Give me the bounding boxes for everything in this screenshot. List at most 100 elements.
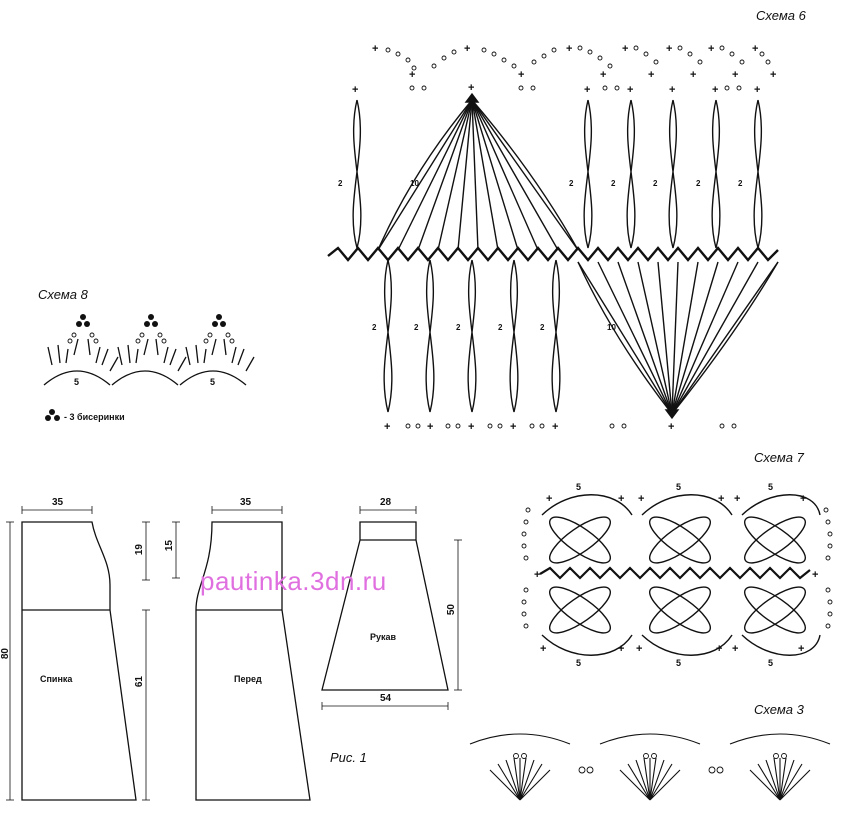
svg-text:+: + [384, 421, 390, 433]
svg-text:+: + [638, 493, 644, 505]
svg-text:+: + [468, 421, 474, 433]
s6-count-4: 2 [611, 179, 616, 188]
sleeve-bottom-width: 54 [380, 693, 392, 704]
svg-text:+: + [464, 43, 470, 55]
s8-count-1: 5 [74, 377, 79, 387]
svg-text:+: + [708, 43, 714, 55]
svg-text:+: + [718, 493, 724, 505]
svg-text:+: + [690, 69, 696, 81]
scheme6-stitch-marks: ++ +++ ++ +++ +++ + +++ +++ + +++ +++ [352, 43, 776, 433]
back-label: Спинка [40, 674, 73, 684]
svg-text:+: + [669, 84, 675, 96]
front-top-width: 35 [240, 497, 252, 508]
svg-text:+: + [622, 43, 628, 55]
back-total-height: 80 [0, 648, 11, 660]
svg-text:+: + [566, 43, 572, 55]
scheme8-legend-bead-icon [45, 409, 60, 421]
svg-text:+: + [716, 643, 722, 655]
s7-count-1: 5 [576, 482, 581, 492]
svg-text:+: + [600, 69, 606, 81]
scheme8-motifs [47, 338, 255, 372]
s7-count-3: 5 [768, 482, 773, 492]
scheme3-motif-2 [599, 733, 701, 801]
back-upper-height: 19 [134, 544, 145, 556]
svg-text:+: + [427, 421, 433, 433]
svg-text:+: + [770, 69, 776, 81]
svg-text:+: + [754, 84, 760, 96]
sleeve-top-width: 28 [380, 497, 392, 508]
scheme7-diagram: 5 5 5 5 5 5 ++++ ++ ++ ++++ ++ [521, 482, 833, 668]
svg-text:+: + [518, 69, 524, 81]
svg-text:+: + [584, 84, 590, 96]
s6-count-13: 10 [607, 323, 616, 332]
scheme3-title: Схема 3 [754, 702, 804, 717]
svg-text:+: + [668, 421, 674, 433]
s8-count-2: 5 [210, 377, 215, 387]
s7-count-4: 5 [576, 658, 581, 668]
svg-text:+: + [627, 84, 633, 96]
scheme6-loops-bottom [383, 259, 561, 413]
scheme6-count-labels: 2 10 2 2 2 2 2 2 2 2 2 2 10 [338, 179, 743, 332]
watermark-text: pautinka.3dn.ru [200, 566, 387, 596]
s6-count-11: 2 [498, 323, 503, 332]
scheme6-chain-circles [385, 45, 771, 429]
s6-count-8: 2 [372, 323, 377, 332]
svg-text:+: + [666, 43, 672, 55]
back-top-width: 35 [52, 497, 64, 508]
s6-count-12: 2 [540, 323, 545, 332]
svg-text:+: + [732, 643, 738, 655]
scheme7-title: Схема 7 [754, 450, 804, 465]
s6-count-3: 2 [569, 179, 574, 188]
front-label: Перед [234, 674, 262, 684]
scheme7-chain-circles [521, 507, 833, 629]
scheme6-fan-top [377, 99, 579, 251]
sleeve-height: 50 [446, 604, 457, 616]
figure-label: Рис. 1 [330, 750, 367, 765]
svg-text:+: + [510, 421, 516, 433]
svg-text:+: + [734, 493, 740, 505]
s6-count-1: 2 [338, 179, 343, 188]
s6-count-6: 2 [696, 179, 701, 188]
scheme6-loop-top [352, 99, 362, 249]
s6-count-9: 2 [414, 323, 419, 332]
svg-text:+: + [409, 69, 415, 81]
svg-text:+: + [546, 493, 552, 505]
svg-text:+: + [732, 69, 738, 81]
scheme8-beads [76, 314, 226, 327]
svg-text:+: + [540, 643, 546, 655]
svg-text:+: + [712, 84, 718, 96]
s6-count-5: 2 [653, 179, 658, 188]
svg-text:+: + [752, 43, 758, 55]
s6-count-10: 2 [456, 323, 461, 332]
svg-text:+: + [648, 69, 654, 81]
s6-count-7: 2 [738, 179, 743, 188]
scheme6-zigzag [327, 246, 779, 262]
front-outline [195, 521, 311, 801]
svg-text:+: + [468, 82, 474, 94]
svg-text:+: + [798, 643, 804, 655]
s7-count-5: 5 [676, 658, 681, 668]
scheme8-legend: - 3 бисеринки [64, 412, 125, 422]
s7-count-6: 5 [768, 658, 773, 668]
front-neck-depth: 15 [164, 540, 175, 552]
scheme3-diagram [469, 733, 831, 801]
svg-text:+: + [352, 84, 358, 96]
scheme8-diagram: 5 5 [43, 314, 255, 421]
scheme7-petals [549, 516, 806, 634]
sleeve-label: Рукав [370, 632, 397, 642]
s6-count-2: 10 [410, 179, 419, 188]
scheme8-title: Схема 8 [38, 287, 88, 302]
svg-text:+: + [534, 569, 540, 581]
scheme6-title: Схема 6 [756, 8, 806, 23]
svg-text:+: + [618, 643, 624, 655]
svg-text:+: + [372, 43, 378, 55]
scheme3-motif-3 [729, 733, 831, 801]
scheme3-motif-1 [469, 733, 571, 801]
svg-text:+: + [800, 493, 806, 505]
back-outline [21, 521, 137, 801]
scheme6-loops-top-right [583, 99, 763, 249]
s7-count-2: 5 [676, 482, 681, 492]
